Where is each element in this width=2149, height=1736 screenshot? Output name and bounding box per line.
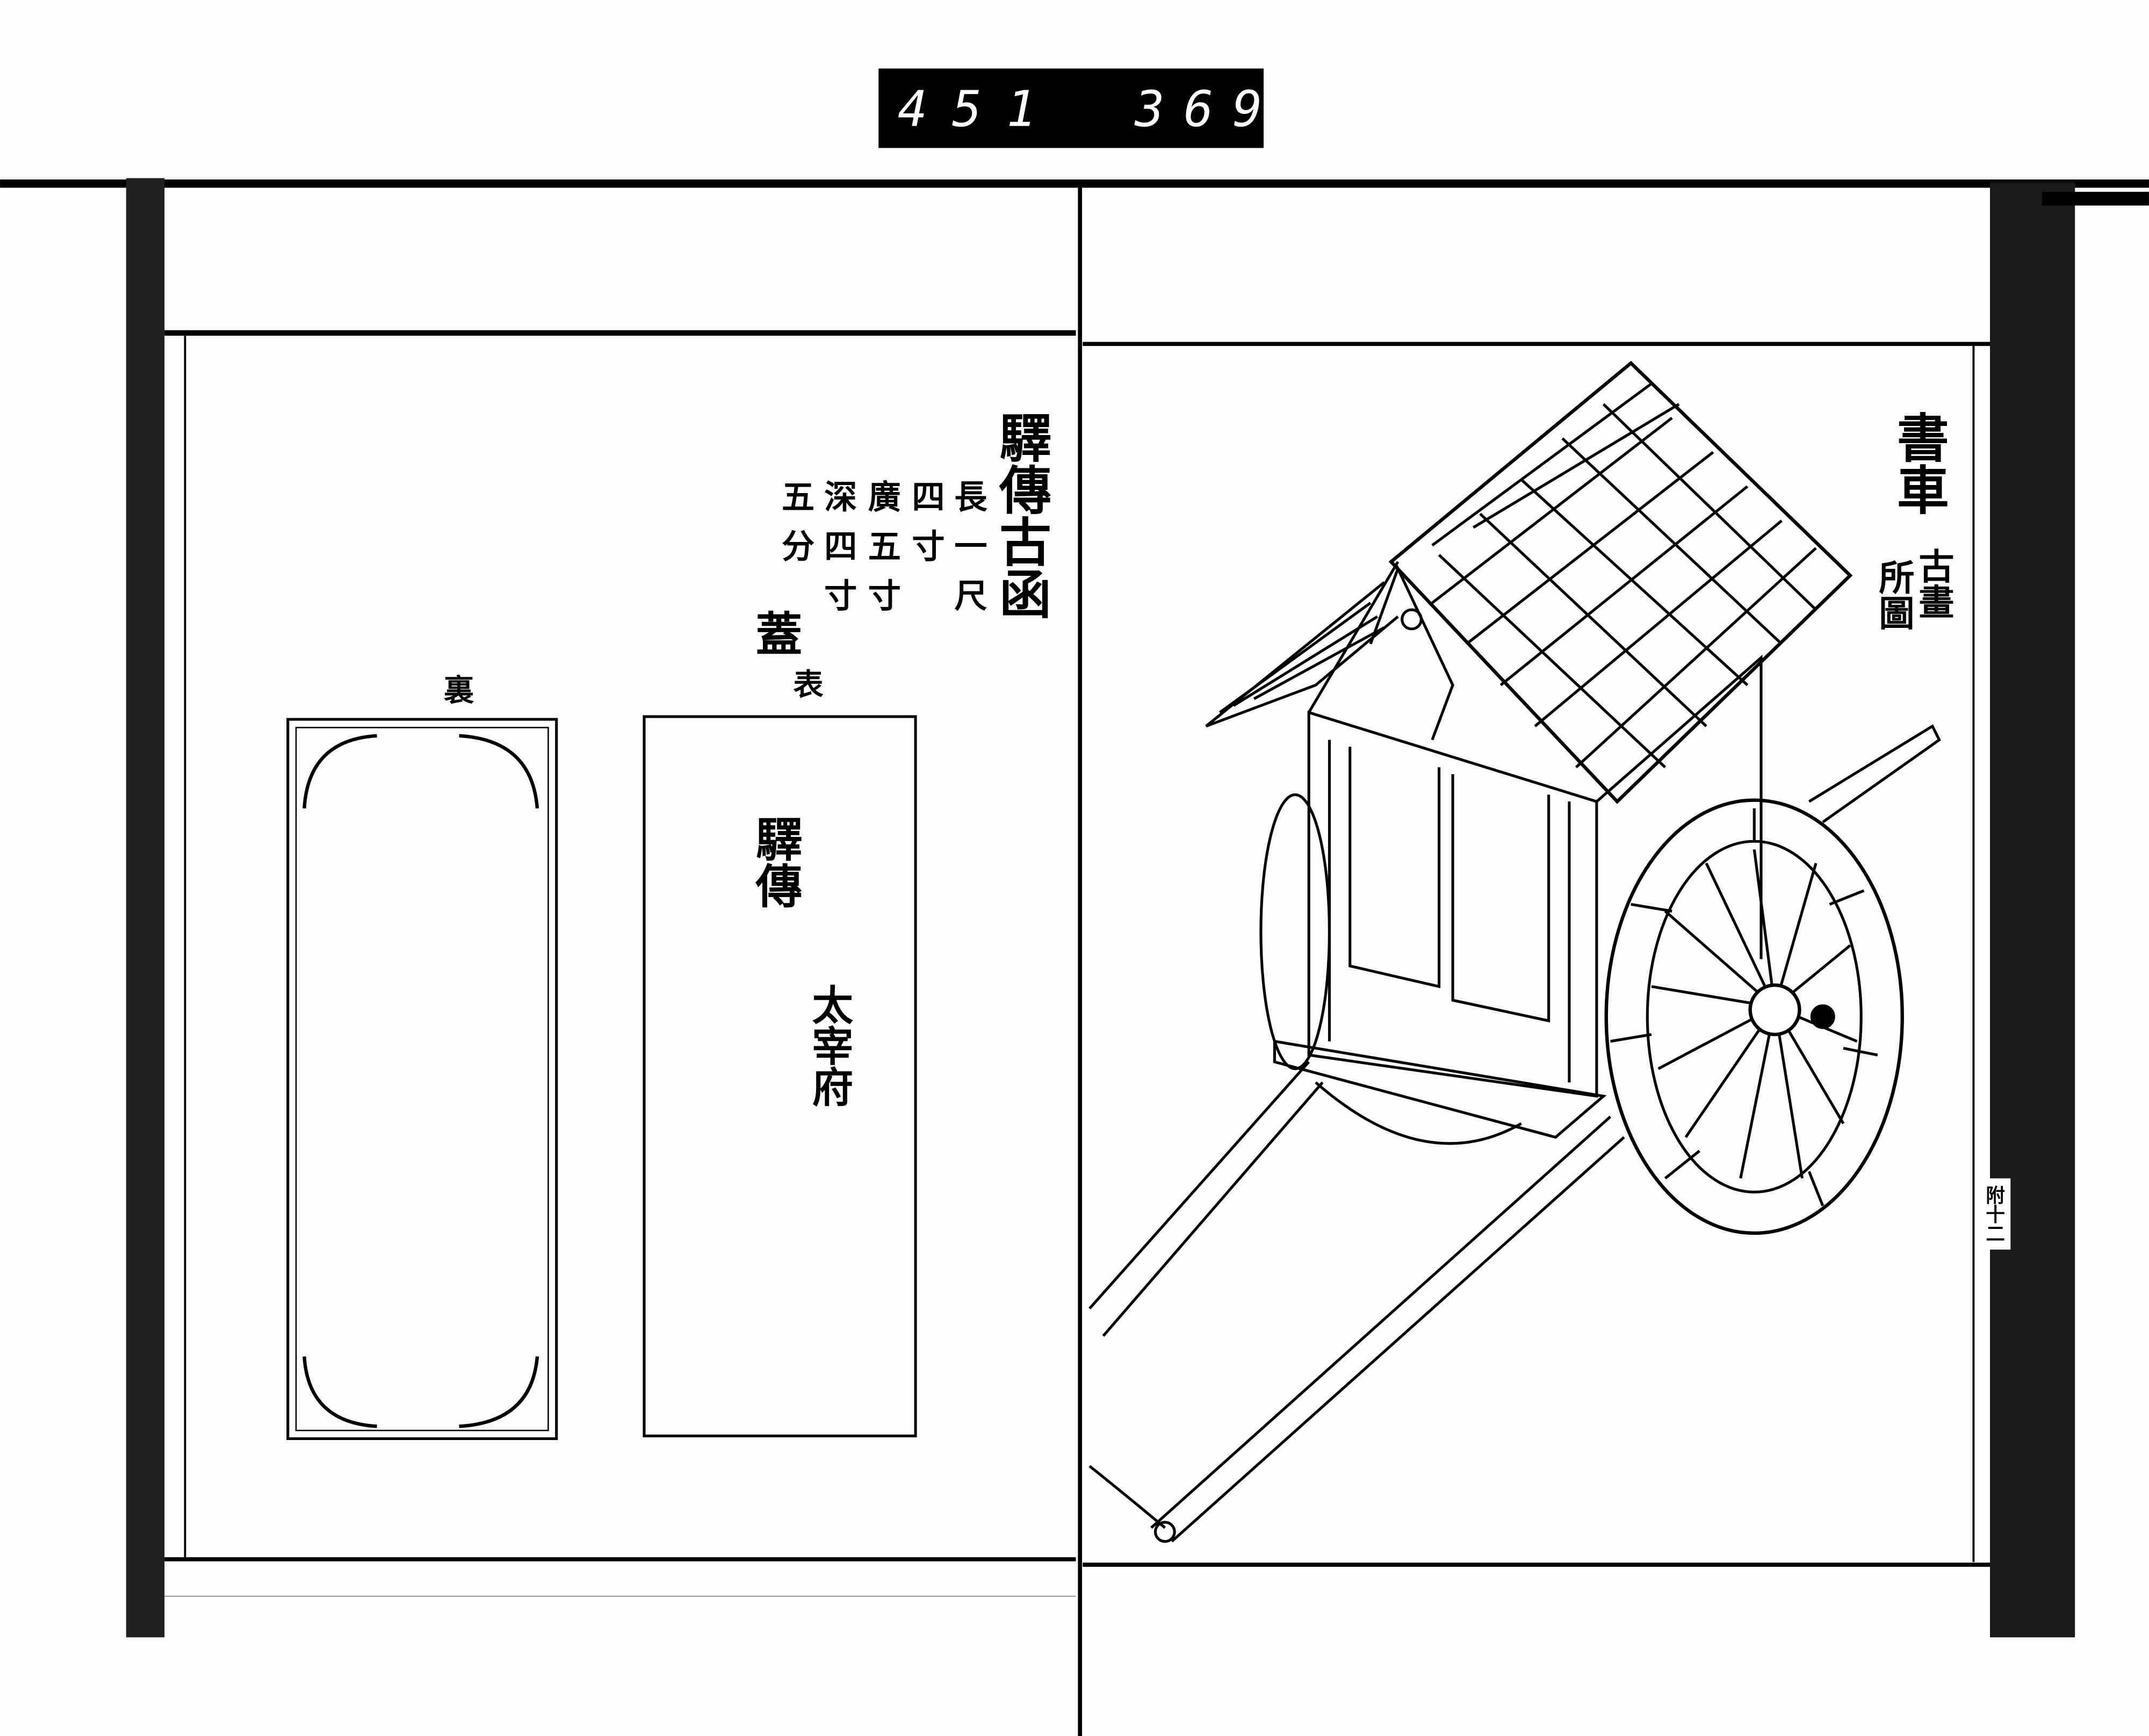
box-title: 驛傳古函 xyxy=(991,411,1052,619)
illustration-note-1: 古畫 xyxy=(1913,548,1955,619)
back-label: 裏 xyxy=(439,674,474,704)
frame-counter: 451 369. xyxy=(878,68,1330,148)
illustration-note-2: 所圖 xyxy=(1873,559,1915,631)
book-frame xyxy=(0,178,2149,1736)
left-page: 驛傳古函 長一尺 四寸 廣五寸 深四寸 五分 蓋 表 裏 驛傳 太宰府 xyxy=(286,411,1052,1441)
illustration-title: 書車 xyxy=(1888,411,1949,515)
lid-label: 蓋 xyxy=(747,610,802,656)
dimension-width: 廣五寸 xyxy=(862,480,901,628)
counter-left: 451 xyxy=(898,81,1061,138)
lid-front-box: 驛傳 太宰府 xyxy=(643,715,917,1437)
counter-right: 369. xyxy=(1134,81,1330,138)
page-number: 附十二 xyxy=(1983,1185,2006,1243)
dimension-depth-cont: 五分 xyxy=(776,480,814,578)
book-cart-illustration xyxy=(1088,360,1941,1543)
lid-back-box xyxy=(286,718,558,1441)
right-page: 書車 古畫 所圖 附十二 xyxy=(1088,360,2011,1543)
dimension-depth: 深四寸 xyxy=(818,480,857,627)
front-label: 表 xyxy=(788,669,824,699)
dimension-length-cont: 四寸 xyxy=(906,480,944,578)
dimension-length: 長一尺 xyxy=(949,480,987,627)
front-box-subtitle: 太宰府 xyxy=(805,984,853,1108)
front-box-title: 驛傳 xyxy=(747,815,803,908)
right-spine xyxy=(1990,182,2075,1638)
left-spine xyxy=(126,178,165,1638)
